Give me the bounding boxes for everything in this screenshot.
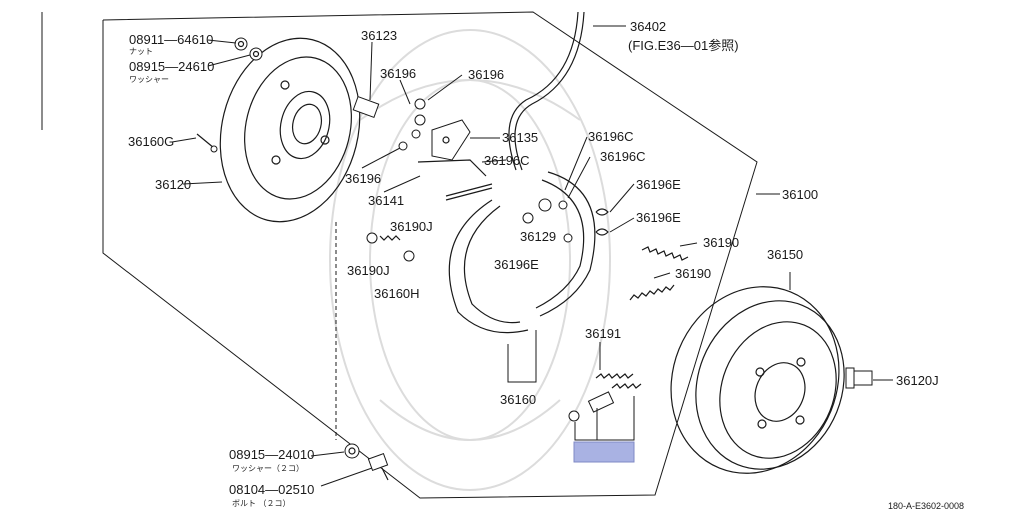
nut-08911 <box>234 37 248 51</box>
label-36196E-a: 36196E <box>494 257 539 272</box>
highlighted-part-box <box>573 441 635 463</box>
label-36190J-b: 36190J <box>347 263 390 278</box>
wheel-cylinder-36123 <box>352 96 426 151</box>
label-36190-b: 36190 <box>675 266 711 281</box>
label-08915-upper: 08915—24610 <box>129 59 214 74</box>
label-36196C-a: 36196C <box>484 153 530 168</box>
washer-08915 <box>249 47 263 61</box>
label-36196-b: 36196 <box>468 67 504 82</box>
plug-36120J <box>845 367 873 389</box>
assembly-outline <box>102 11 758 499</box>
label-36100: 36100 <box>782 187 818 202</box>
label-36196E-b: 36196E <box>636 177 681 192</box>
label-36402-ref: (FIG.E36—01参照) <box>628 38 739 53</box>
label-36196E-c: 36196E <box>636 210 681 225</box>
label-36123: 36123 <box>361 28 397 43</box>
label-36196C-c: 36196C <box>600 149 646 164</box>
label-08915-upper-sub: ワッシャー <box>129 75 169 84</box>
diagram-code: 180-A-E3602-0008 <box>888 501 964 511</box>
label-36196C-b: 36196C <box>588 129 634 144</box>
label-36160G: 36160G <box>128 134 174 149</box>
adjuster-36191 <box>568 373 642 422</box>
pin-36160G <box>196 133 218 153</box>
return-spring-36190-upper <box>641 246 689 261</box>
label-08104-sub: ボルト （２コ） <box>232 499 291 508</box>
washer-08915-lower <box>344 443 360 459</box>
label-08915-lower-sub: ワッシャー（２コ） <box>232 464 304 473</box>
return-spring-36190-lower <box>629 284 675 301</box>
label-36120J: 36120J <box>896 373 939 388</box>
label-36402: 36402 <box>630 19 666 34</box>
label-08911: 08911—64610 <box>129 32 213 47</box>
watermark-emblem <box>329 29 611 491</box>
label-08915-lower: 08915—24010 <box>229 447 314 462</box>
label-08104: 08104—02510 <box>229 482 314 497</box>
label-36160: 36160 <box>500 392 536 407</box>
clips-36196E <box>595 208 609 236</box>
label-36129: 36129 <box>520 229 556 244</box>
label-36141: 36141 <box>368 193 404 208</box>
strut-36141 <box>417 159 493 201</box>
label-36135: 36135 <box>502 130 538 145</box>
label-36196-a: 36196 <box>380 66 416 81</box>
label-36196-c: 36196 <box>345 171 381 186</box>
label-36190J-a: 36190J <box>390 219 433 234</box>
label-08911-sub: ナット <box>129 47 153 56</box>
lever-36135 <box>431 119 471 161</box>
brake-drum-36150 <box>670 286 845 474</box>
label-36150: 36150 <box>767 247 803 262</box>
label-36160H: 36160H <box>374 286 420 301</box>
leader-lines <box>171 25 893 487</box>
backing-plate-36120 <box>219 37 361 223</box>
label-36120: 36120 <box>155 177 191 192</box>
cable-36402 <box>508 11 585 171</box>
label-36191: 36191 <box>585 326 621 341</box>
springs-36190J <box>366 232 415 262</box>
bolt-08104 <box>367 452 389 481</box>
brake-shoe-36160 <box>448 171 596 334</box>
label-36190-a: 36190 <box>703 235 739 250</box>
